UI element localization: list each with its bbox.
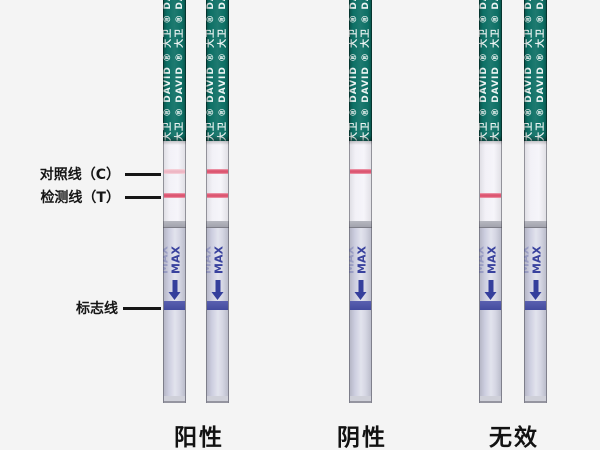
down-arrow-icon xyxy=(211,280,224,300)
pointer-line xyxy=(125,195,161,199)
strip-bottom-edge xyxy=(350,396,371,403)
divider-band xyxy=(349,221,372,228)
max-label: MAX xyxy=(530,246,544,274)
arrow-head xyxy=(168,292,181,300)
strip-body: MAX MAX xyxy=(349,228,372,403)
divider-band xyxy=(206,221,229,228)
divider-band xyxy=(524,221,547,228)
max-label: MAX xyxy=(212,246,226,274)
handle-shading xyxy=(349,0,372,141)
strip-handle: 大卫 ® DAVID ® 大卫 ® DAVID ® 大卫 ® DAVID ® 大… xyxy=(524,0,547,141)
down-arrow-icon xyxy=(484,280,497,300)
arrow-head xyxy=(211,292,224,300)
test-line xyxy=(164,193,185,198)
result-window xyxy=(206,141,229,221)
arrow-shaft xyxy=(488,280,493,292)
marker-band xyxy=(350,301,371,310)
result-window xyxy=(524,141,547,221)
test-line xyxy=(480,193,501,198)
strip-handle: 大卫 ® DAVID ® 大卫 ® DAVID ® 大卫 ® DAVID ® 大… xyxy=(349,0,372,141)
divider-band xyxy=(163,221,186,228)
marker-band xyxy=(207,301,228,310)
down-arrow-icon xyxy=(354,280,367,300)
max-label: MAX xyxy=(169,246,183,274)
annotation-marker-line: 标志线 xyxy=(76,298,161,318)
handle-shading xyxy=(479,0,502,141)
handle-shading xyxy=(206,0,229,141)
strip-bottom-edge xyxy=(480,396,501,403)
annotation-test-line: 检测线（T） xyxy=(40,187,161,207)
arrow-head xyxy=(484,292,497,300)
result-label-negative: 阴性 xyxy=(337,425,387,450)
test-line xyxy=(207,193,228,198)
arrow-shaft xyxy=(215,280,220,292)
arrow-shaft xyxy=(533,280,538,292)
strip-bottom-edge xyxy=(525,396,546,403)
test-strip: 大卫 ® DAVID ® 大卫 ® DAVID ® 大卫 ® DAVID ® 大… xyxy=(479,0,502,403)
max-label: MAX xyxy=(485,246,499,274)
divider-band xyxy=(479,221,502,228)
arrow-shaft xyxy=(172,280,177,292)
control-line xyxy=(164,169,185,174)
strip-body: MAX MAX xyxy=(206,228,229,403)
marker-band xyxy=(525,301,546,310)
test-strip: 大卫 ® DAVID ® 大卫 ® DAVID ® 大卫 ® DAVID ® 大… xyxy=(349,0,372,403)
result-label-invalid: 无效 xyxy=(489,425,539,450)
result-window xyxy=(479,141,502,221)
max-label: MAX xyxy=(355,246,369,274)
strip-handle: 大卫 ® DAVID ® 大卫 ® DAVID ® 大卫 ® DAVID ® 大… xyxy=(479,0,502,141)
strip-handle: 大卫 ® DAVID ® 大卫 ® DAVID ® 大卫 ® DAVID ® 大… xyxy=(163,0,186,141)
annotation-marker-label: 标志线 xyxy=(76,301,118,317)
marker-band xyxy=(164,301,185,310)
annotation-control-line: 对照线（C） xyxy=(40,164,161,184)
result-window xyxy=(163,141,186,221)
marker-band xyxy=(480,301,501,310)
down-arrow-icon xyxy=(168,280,181,300)
control-line xyxy=(350,169,371,174)
pointer-line xyxy=(123,306,161,310)
annotation-test-label: 检测线（T） xyxy=(40,190,120,206)
strip-body: MAX MAX xyxy=(524,228,547,403)
handle-shading xyxy=(524,0,547,141)
result-window xyxy=(349,141,372,221)
strip-body: MAX MAX xyxy=(479,228,502,403)
annotation-control-label: 对照线（C） xyxy=(39,167,120,183)
down-arrow-icon xyxy=(529,280,542,300)
test-strip: 大卫 ® DAVID ® 大卫 ® DAVID ® 大卫 ® DAVID ® 大… xyxy=(524,0,547,403)
arrow-head xyxy=(529,292,542,300)
strip-bottom-edge xyxy=(207,396,228,403)
handle-shading xyxy=(163,0,186,141)
strip-handle: 大卫 ® DAVID ® 大卫 ® DAVID ® 大卫 ® DAVID ® 大… xyxy=(206,0,229,141)
pointer-line xyxy=(125,172,161,176)
test-strip: 大卫 ® DAVID ® 大卫 ® DAVID ® 大卫 ® DAVID ® 大… xyxy=(206,0,229,403)
strip-body: MAX MAX xyxy=(163,228,186,403)
result-label-positive: 阳性 xyxy=(174,425,224,450)
arrow-head xyxy=(354,292,367,300)
test-strip: 大卫 ® DAVID ® 大卫 ® DAVID ® 大卫 ® DAVID ® 大… xyxy=(163,0,186,403)
control-line xyxy=(207,169,228,174)
arrow-shaft xyxy=(358,280,363,292)
strip-bottom-edge xyxy=(164,396,185,403)
